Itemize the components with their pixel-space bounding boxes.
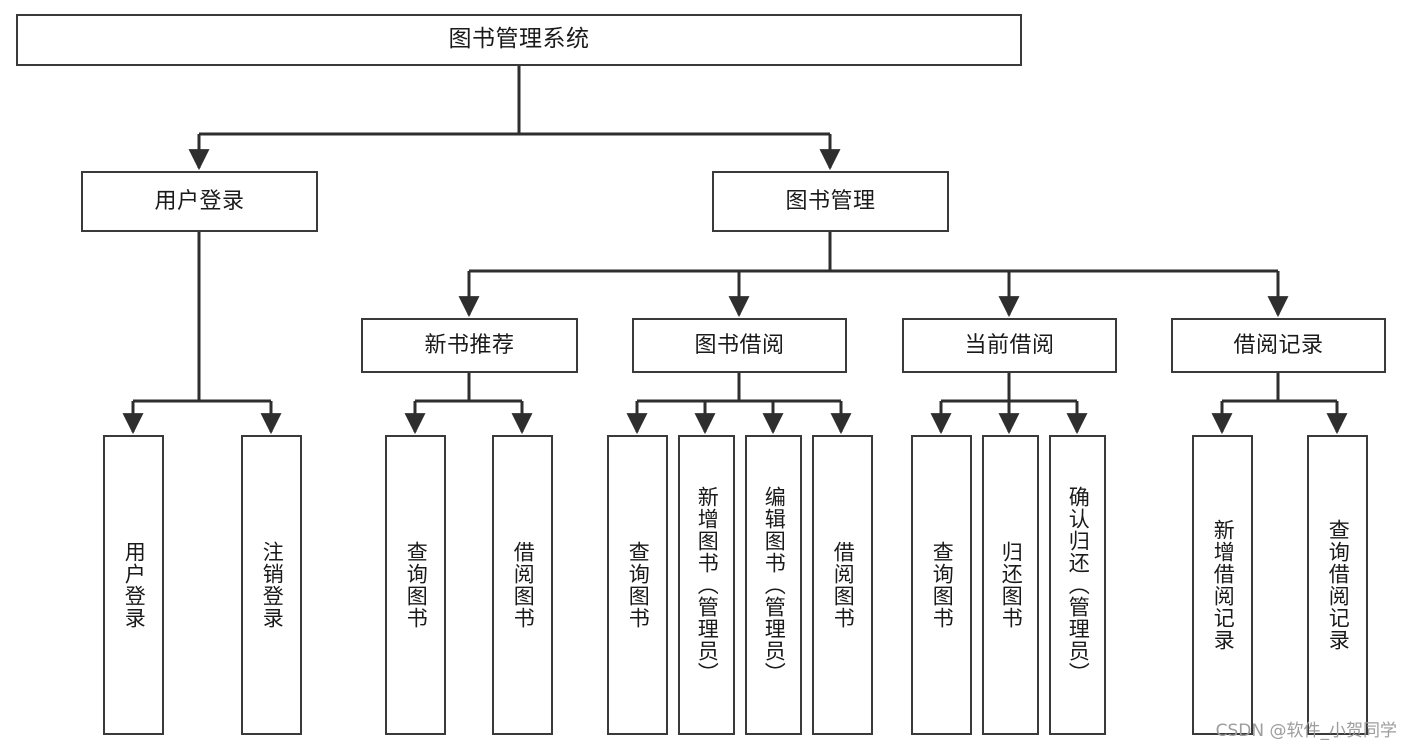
node-user-login[interactable]: 用户登录 bbox=[81, 171, 318, 232]
node-label: 查询图书 bbox=[930, 541, 955, 629]
leaf-query-book-borrow[interactable]: 查询图书 bbox=[607, 435, 668, 735]
leaf-return-book[interactable]: 归还图书 bbox=[982, 435, 1039, 735]
leaf-borrow-book-newbook[interactable]: 借阅图书 bbox=[492, 435, 553, 735]
node-label: 查询图书 bbox=[404, 541, 429, 629]
node-label: 确认归还（管理员） bbox=[1066, 486, 1091, 684]
node-label: 新书推荐 bbox=[424, 332, 515, 358]
node-label: 新增借阅记录 bbox=[1211, 519, 1236, 651]
node-borrowing-record[interactable]: 借阅记录 bbox=[1171, 318, 1386, 373]
node-label: 图书借阅 bbox=[694, 332, 785, 358]
leaf-borrow-book[interactable]: 借阅图书 bbox=[812, 435, 873, 735]
node-label: 归还图书 bbox=[999, 541, 1024, 629]
node-book-borrowing[interactable]: 图书借阅 bbox=[632, 318, 847, 373]
node-label: 查询借阅记录 bbox=[1326, 519, 1351, 651]
csdn-watermark: CSDN @软件_小贺同学 bbox=[1215, 721, 1397, 741]
node-label: 查询图书 bbox=[626, 541, 651, 629]
node-label: 用户登录 bbox=[122, 541, 147, 629]
node-current-borrowing[interactable]: 当前借阅 bbox=[902, 318, 1117, 373]
leaf-query-book-newbook[interactable]: 查询图书 bbox=[385, 435, 446, 735]
node-label: 新增图书（管理员） bbox=[695, 486, 720, 684]
node-new-book-recommendation[interactable]: 新书推荐 bbox=[361, 318, 578, 373]
node-root-book-management-system[interactable]: 图书管理系统 bbox=[16, 14, 1022, 66]
leaf-query-borrow-record[interactable]: 查询借阅记录 bbox=[1307, 435, 1368, 735]
node-label: 图书管理系统 bbox=[448, 26, 590, 53]
leaf-confirm-return-admin[interactable]: 确认归还（管理员） bbox=[1049, 435, 1106, 735]
node-label: 借阅图书 bbox=[831, 541, 856, 629]
leaf-user-login[interactable]: 用户登录 bbox=[103, 435, 164, 735]
leaf-add-book-admin[interactable]: 新增图书（管理员） bbox=[678, 435, 735, 735]
node-label: 当前借阅 bbox=[964, 332, 1055, 358]
leaf-query-book-current[interactable]: 查询图书 bbox=[911, 435, 972, 735]
node-label: 编辑图书（管理员） bbox=[762, 486, 787, 684]
node-label: 借阅记录 bbox=[1233, 332, 1324, 358]
node-label: 图书管理 bbox=[785, 188, 876, 214]
node-label: 注销登录 bbox=[260, 541, 285, 629]
node-book-management[interactable]: 图书管理 bbox=[712, 171, 949, 232]
leaf-edit-book-admin[interactable]: 编辑图书（管理员） bbox=[745, 435, 802, 735]
node-label: 借阅图书 bbox=[511, 541, 536, 629]
leaf-add-borrow-record[interactable]: 新增借阅记录 bbox=[1192, 435, 1253, 735]
leaf-logout[interactable]: 注销登录 bbox=[241, 435, 302, 735]
node-label: 用户登录 bbox=[154, 188, 245, 214]
